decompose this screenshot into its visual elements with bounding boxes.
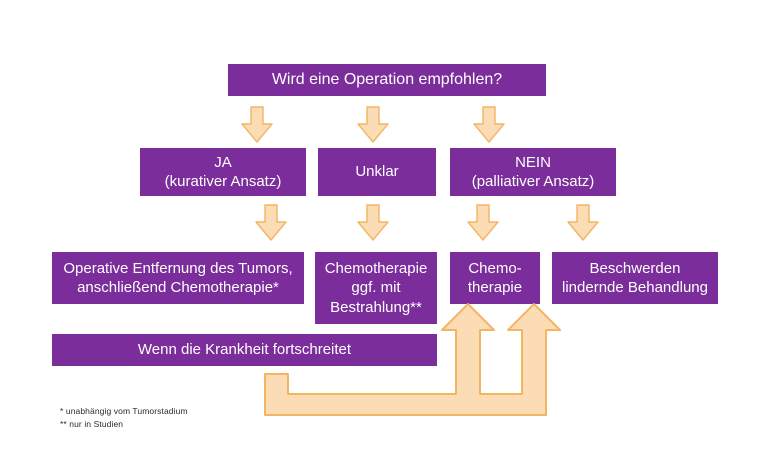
- arrow-down-icon: [240, 106, 274, 144]
- treatment-box-chemotherapie: Chemo- therapie: [450, 252, 540, 304]
- arrow-down-icon: [356, 106, 390, 144]
- arrow-down-icon: [356, 204, 390, 242]
- decision-box-ja: JA (kurativer Ansatz): [140, 148, 306, 196]
- arrow-down-icon: [566, 204, 600, 242]
- treatment-box-operation: Operative Entfernung des Tumors, anschli…: [52, 252, 304, 304]
- feedback-arrow-icon: [260, 300, 652, 430]
- footnote-double-asterisk: ** nur in Studien: [60, 419, 124, 429]
- arrow-down-icon: [466, 204, 500, 242]
- decision-box-unklar: Unklar: [318, 148, 436, 196]
- arrow-down-icon: [472, 106, 506, 144]
- treatment-box-palliative: Beschwerden lindernde Behandlung: [552, 252, 718, 304]
- arrow-down-icon: [254, 204, 288, 242]
- treatment-box-chemo-radiation: Chemotherapie ggf. mit Bestrahlung**: [315, 252, 437, 324]
- decision-box-nein: NEIN (palliativer Ansatz): [450, 148, 616, 196]
- progression-box: Wenn die Krankheit fortschreitet: [52, 334, 437, 366]
- footnote-single-asterisk: * unabhängig vom Tumorstadium: [60, 406, 188, 416]
- decision-title-box: Wird eine Operation empfohlen?: [228, 64, 546, 96]
